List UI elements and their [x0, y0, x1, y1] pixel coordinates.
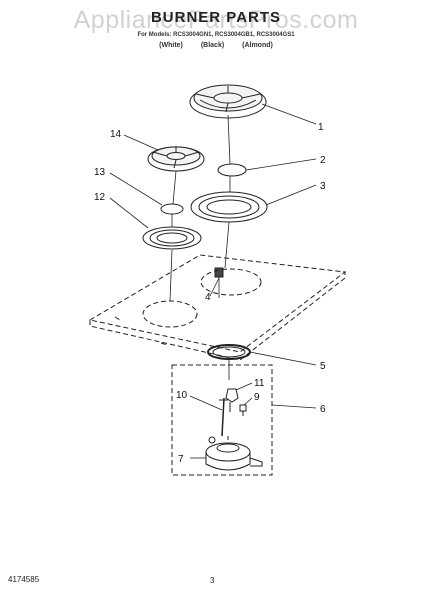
callout-4: 4: [205, 292, 211, 303]
part-small-burner-cap: [147, 146, 205, 172]
part-cooktop-panel: [88, 254, 347, 361]
variant-almond: (Almond): [242, 42, 273, 49]
watermark-text: AppliancePartsPros.com: [73, 6, 359, 34]
callout-13: 13: [94, 167, 106, 178]
part-burner-valve-base: [205, 436, 263, 471]
variant-black: (Black): [200, 42, 225, 49]
callout-1: 1: [318, 122, 324, 133]
part-electrode-bracket: [225, 388, 239, 412]
leader-2: [245, 158, 317, 171]
part-valve-assembly-group: [171, 364, 273, 476]
part-spark-electrode: [219, 397, 228, 437]
callout-12: 12: [94, 192, 106, 203]
callout-6: 6: [320, 404, 326, 415]
page-title: BURNER PARTS: [150, 9, 282, 26]
document-number: 4174585: [8, 575, 40, 584]
leader-4: [209, 275, 221, 297]
variant-white: (White): [159, 42, 183, 49]
color-variants: (White) (Black) (Almond): [0, 42, 432, 49]
leader-12: [109, 197, 149, 229]
callout-11: 11: [254, 378, 265, 389]
callout-9: 9: [254, 392, 260, 403]
leader-11: [235, 382, 253, 391]
callout-3: 3: [320, 181, 326, 192]
leader-10: [189, 395, 223, 411]
page-number: 3: [210, 576, 215, 585]
part-large-burner-base: [190, 191, 268, 223]
part-large-burner-head: [217, 163, 247, 177]
part-orifice-nut: [214, 267, 224, 298]
leader-6: [271, 404, 317, 409]
leader-14: [123, 134, 159, 151]
callout-14: 14: [110, 129, 122, 140]
callout-10: 10: [176, 390, 188, 401]
leader-3: [265, 184, 317, 206]
leader-9: [243, 397, 253, 406]
part-mounting-screw: [239, 404, 247, 416]
callout-7: 7: [178, 454, 184, 465]
leader-5: [249, 351, 317, 366]
part-small-burner-base: [142, 226, 202, 250]
callout-5: 5: [320, 361, 326, 372]
model-list: For Models: RCS3004GN1, RCS3004GB1, RCS3…: [137, 32, 295, 38]
callout-2: 2: [320, 155, 326, 166]
leader-13: [109, 172, 163, 206]
part-burner-ring: [207, 344, 251, 360]
leader-1: [261, 103, 317, 125]
part-large-burner-cap: [189, 84, 267, 119]
part-small-burner-head: [160, 203, 184, 215]
